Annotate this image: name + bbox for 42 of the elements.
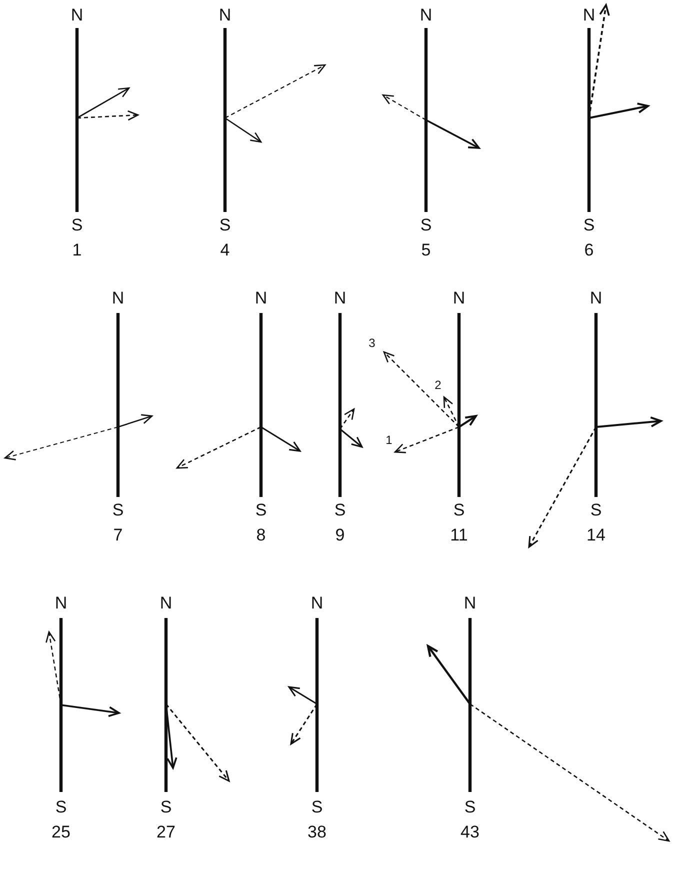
label-text: S (71, 216, 83, 234)
label-text: 4 (220, 242, 230, 258)
label-text: N (464, 594, 476, 612)
label-text: S (420, 216, 432, 234)
label-text: S (255, 502, 267, 518)
label-text: S (453, 502, 465, 518)
label-text: 8 (256, 526, 266, 544)
label-text: N (582, 6, 596, 24)
label-text: N (310, 594, 324, 612)
label-text: S (112, 502, 124, 518)
label-text: N (420, 6, 432, 24)
label-text: S (219, 216, 231, 234)
label-text: S (590, 502, 602, 518)
vector-number: 1 (386, 434, 392, 446)
label-text: 14 (586, 526, 606, 544)
label-text: 38 (308, 824, 326, 840)
label-text: S (583, 216, 595, 234)
vector-number: 2 (434, 379, 442, 391)
label-text: 9 (335, 526, 345, 544)
label-text: S (55, 798, 67, 816)
label-text: 43 (460, 824, 480, 840)
label-text: 7 (113, 526, 123, 544)
label-text: N (70, 6, 84, 24)
label-text: N (54, 594, 68, 612)
label-text: N (452, 290, 466, 306)
label-text: N (254, 290, 268, 306)
label-text: N (160, 594, 172, 612)
label-text: S (160, 798, 172, 816)
label-text: N (590, 290, 602, 306)
label-text: S (311, 798, 323, 816)
label-text: 6 (584, 242, 594, 258)
label-text: 11 (450, 526, 468, 544)
label-text: 25 (52, 824, 70, 840)
label-text: S (464, 798, 476, 816)
label-text: 1 (72, 242, 82, 258)
label-text: N (112, 290, 124, 306)
vector-number: 3 (368, 337, 376, 349)
label-text: N (334, 290, 346, 306)
label-text: S (334, 502, 346, 518)
label-text: 27 (156, 824, 176, 840)
label-text: N (218, 6, 232, 24)
label-text: 5 (421, 242, 431, 258)
